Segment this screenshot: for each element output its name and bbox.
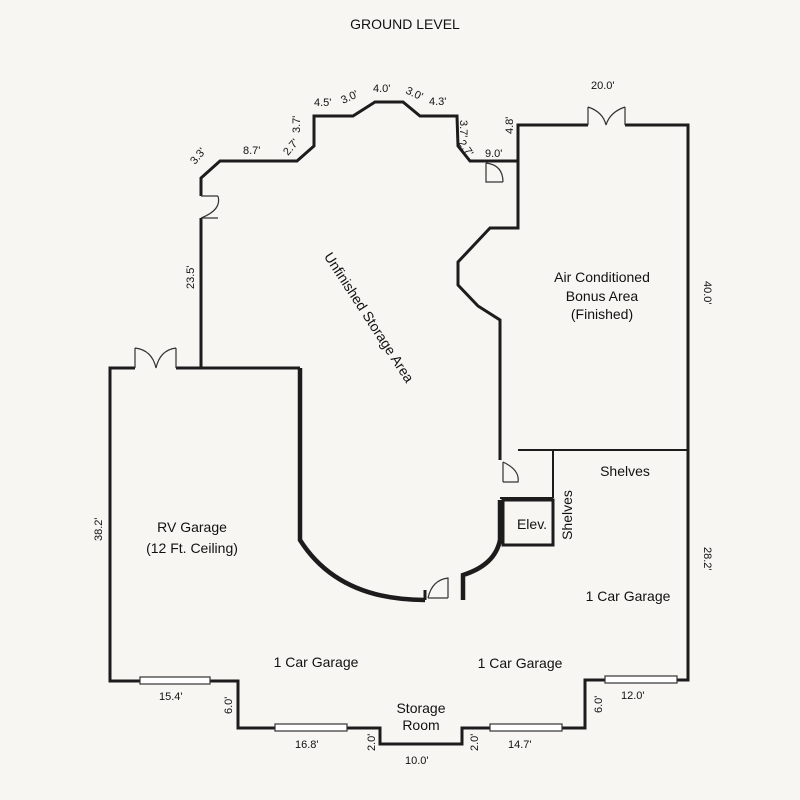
dim-12-0: 12.0' (621, 690, 645, 702)
dim-3-7-left: 3.7' (291, 116, 303, 133)
dim-38-2: 38.2' (93, 517, 105, 541)
storage-side-door (200, 195, 220, 219)
dim-3-7-right: 3.7' (457, 120, 469, 137)
elevator-hall-door (502, 461, 519, 483)
shelves-label-vertical: Shelves (559, 490, 575, 540)
mid-car-garage-door (489, 723, 563, 732)
mid-car-garage-label: 1 Car Garage (478, 655, 563, 671)
rv-garage-door (139, 676, 211, 685)
bonus-area-label-3: (Finished) (571, 306, 633, 322)
dim-3-0-left: 3.0' (339, 88, 360, 106)
bonus-area-label-1: Air Conditioned (554, 269, 650, 285)
plan-title: GROUND LEVEL (350, 16, 460, 32)
shelves-partition (500, 450, 554, 499)
rv-double-door (134, 347, 177, 369)
dim-2-0-left: 2.0' (366, 734, 378, 751)
right-car-garage-door (604, 675, 678, 684)
bonus-left-wall (456, 161, 520, 460)
bonus-double-door (587, 106, 626, 126)
dim-6-0-left: 6.0' (223, 697, 235, 714)
dim-14-7: 14.7' (508, 739, 532, 751)
dim-2-7-left: 2.7' (281, 137, 301, 158)
dim-4-5: 4.5' (314, 97, 331, 109)
dim-3-0-right: 3.0' (404, 85, 425, 103)
dim-28-2: 28.2' (701, 547, 713, 571)
rv-garage-wall (108, 366, 605, 746)
left-car-garage-label: 1 Car Garage (274, 654, 359, 670)
storage-area-wall (199, 100, 588, 368)
dim-15-4: 15.4' (159, 691, 183, 703)
dim-8-7: 8.7' (243, 145, 260, 157)
elevator-label: Elev. (517, 516, 547, 532)
dim-10-0: 10.0' (405, 755, 429, 767)
dim-3-3: 3.3' (188, 146, 208, 167)
dim-9-0: 9.0' (485, 148, 502, 160)
shelves-label-horizontal: Shelves (600, 463, 650, 479)
dim-4-8: 4.8' (504, 117, 516, 134)
elevator-wall (501, 498, 555, 547)
rv-garage-label-2: (12 Ft. Ceiling) (146, 540, 238, 556)
rv-garage-label-1: RV Garage (157, 519, 227, 535)
dim-2-0-right: 2.0' (469, 734, 481, 751)
storage-room-label-2: Room (402, 717, 439, 733)
storage-area-label: Unfinished Storage Area (321, 249, 417, 385)
bonus-corner-door (485, 162, 504, 183)
dim-20-0: 20.0' (591, 80, 615, 92)
storage-room-label-1: Storage (396, 700, 445, 716)
left-car-garage-door (274, 723, 348, 732)
storage-bottom-door (427, 577, 449, 599)
dim-4-0: 4.0' (373, 83, 390, 95)
dim-16-8: 16.8' (295, 739, 319, 751)
dim-23-5: 23.5' (185, 265, 197, 289)
storage-curved-wall (297, 368, 503, 603)
dim-6-0-right: 6.0' (593, 696, 605, 713)
dim-40-0: 40.0' (701, 281, 713, 305)
dim-4-3: 4.3' (429, 96, 446, 108)
right-car-garage-label: 1 Car Garage (586, 588, 671, 604)
storage-bottom-door-wall (423, 580, 465, 600)
bonus-area-label-2: Bonus Area (566, 288, 639, 304)
